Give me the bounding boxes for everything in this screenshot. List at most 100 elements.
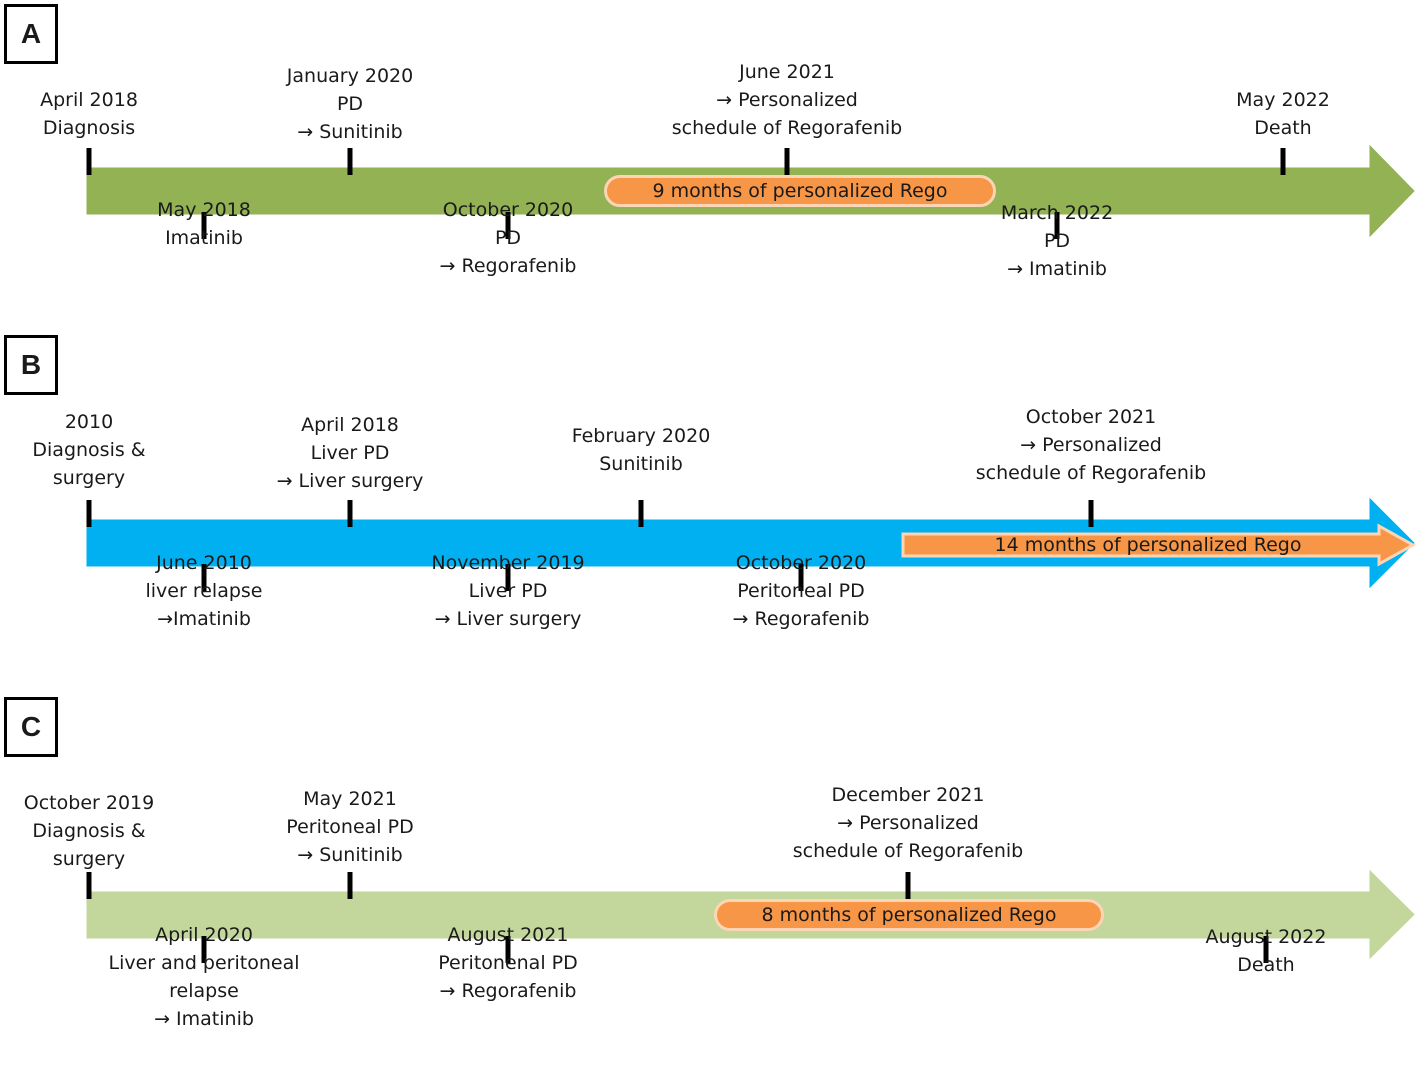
event-line: August 2021 (447, 924, 569, 946)
event-line: April 2018 (301, 414, 399, 436)
event-line: schedule of Regorafenib (975, 462, 1207, 484)
event-line: April 2020 (155, 924, 253, 946)
event-label-a-above-2: June 2021 → Personalized schedule of Regor… (672, 58, 902, 142)
event-line: October 2021 (1025, 406, 1157, 428)
event-line: March 2022 (1000, 202, 1114, 224)
rego-duration-label-a: 9 months of personalized Rego (604, 175, 996, 207)
event-tick-a-below-2 (1054, 212, 1060, 239)
event-line: → Regorafenib (439, 980, 577, 1002)
rego-duration-text-c: 8 months of personalized Rego (761, 904, 1057, 926)
event-line: Liver PD (468, 580, 548, 602)
rego-duration-arrow-b (901, 523, 1417, 567)
event-line: → Personalized (837, 812, 979, 834)
event-line: December 2021 (831, 784, 985, 806)
event-line: Diagnosis & (32, 439, 146, 461)
event-line: PD (1043, 230, 1071, 252)
event-line: schedule of Regorafenib (671, 117, 903, 139)
event-line: → Personalized (716, 89, 858, 111)
event-tick-c-above-2 (905, 872, 911, 899)
event-line: → Imatinib (154, 1008, 254, 1030)
event-line: schedule of Regorafenib (792, 840, 1024, 862)
event-line: May 2021 (303, 788, 397, 810)
event-tick-a-above-0 (86, 148, 92, 175)
event-line: → Regorafenib (732, 608, 870, 630)
event-line: June 2021 (739, 61, 835, 83)
panel-label-c: C (4, 697, 58, 757)
event-line: Liver and peritoneal (108, 952, 300, 974)
event-line: →Imatinib (157, 608, 251, 630)
event-line: June 2010 (156, 552, 252, 574)
event-line: → Imatinib (1007, 258, 1107, 280)
rego-duration-text-a: 9 months of personalized Rego (652, 180, 948, 202)
event-line: → Sunitinib (297, 121, 403, 143)
rego-duration-label-b: 14 months of personalized Rego (903, 530, 1403, 560)
event-tick-a-above-1 (347, 148, 353, 175)
event-line: → Personalized (1020, 434, 1162, 456)
timeline-arrow-c (86, 869, 1415, 960)
event-line: → Liver surgery (434, 608, 582, 630)
event-line: Sunitinib (599, 453, 683, 475)
event-label-b-below-0: June 2010 liver relapse →Imatinib (146, 549, 263, 633)
event-line: → Liver surgery (276, 470, 424, 492)
event-tick-b-above-1 (347, 500, 353, 527)
event-line: PD (494, 227, 522, 249)
event-line: May 2018 (157, 199, 251, 221)
event-line: Diagnosis & (32, 820, 146, 842)
event-line: Death (1254, 117, 1312, 139)
event-line: Peritonenal PD (438, 952, 578, 974)
event-line: relapse (169, 980, 239, 1002)
event-tick-b-above-3 (1088, 500, 1094, 527)
event-line: February 2020 (571, 425, 711, 447)
event-label-b-above-3: October 2021 → Personalized schedule of Re… (976, 403, 1206, 487)
event-tick-b-above-2 (638, 500, 644, 527)
event-tick-a-below-0 (201, 212, 207, 239)
event-line: PD (336, 93, 364, 115)
event-tick-c-above-0 (86, 872, 92, 899)
event-line: Liver PD (310, 442, 390, 464)
event-line: October 2020 (442, 199, 574, 221)
event-tick-c-above-1 (347, 872, 353, 899)
event-tick-c-below-1 (505, 936, 511, 963)
event-line: 2010 (64, 411, 114, 433)
rego-duration-text-b: 14 months of personalized Rego (994, 534, 1302, 556)
event-line: Peritoneal PD (737, 580, 865, 602)
event-line: January 2020 (286, 65, 414, 87)
event-line: Imatinib (165, 227, 243, 249)
event-line: August 2022 (1205, 926, 1327, 948)
panel-label-a: A (4, 4, 58, 64)
event-line: → Regorafenib (439, 255, 577, 277)
event-line: Death (1237, 954, 1295, 976)
event-line: November 2019 (431, 552, 585, 574)
event-tick-b-above-0 (86, 500, 92, 527)
event-tick-c-below-0 (201, 936, 207, 963)
event-line: Peritoneal PD (286, 816, 414, 838)
event-line: surgery (52, 848, 126, 870)
event-line: April 2018 (40, 89, 138, 111)
event-line: October 2020 (735, 552, 867, 574)
event-label-c-above-2: December 2021 → Personalized schedule of R… (793, 781, 1023, 865)
event-line: May 2022 (1236, 89, 1330, 111)
event-line: October 2019 (23, 792, 155, 814)
event-tick-c-below-2 (1263, 936, 1269, 963)
event-line: liver relapse (145, 580, 263, 602)
event-tick-a-above-3 (1280, 148, 1286, 175)
panel-label-b: B (4, 335, 58, 395)
event-tick-b-below-2 (798, 564, 804, 591)
event-tick-a-below-1 (505, 212, 511, 239)
